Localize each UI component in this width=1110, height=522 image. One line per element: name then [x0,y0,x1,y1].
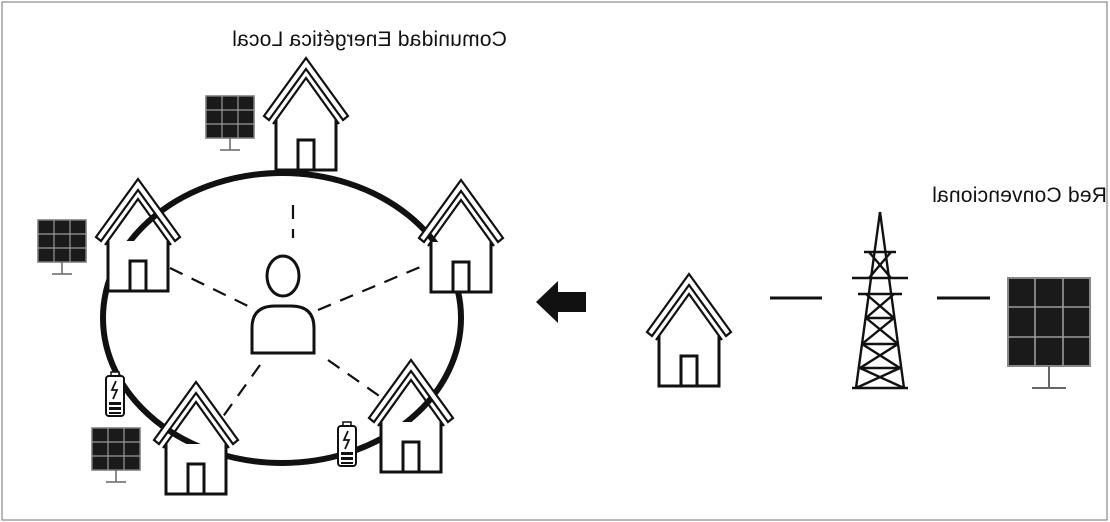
house-icon [262,56,350,172]
battery-icon [105,371,125,417]
arrow-left-icon [536,281,586,323]
person-icon [250,254,316,355]
link-bottom-left-house [221,364,261,419]
transmission-tower-icon [852,211,908,390]
link-left-house [169,267,253,309]
house-icon [645,272,733,388]
grid-title: Red Convencional [932,184,1107,207]
connection-lines [169,205,426,419]
house-icon [152,380,240,496]
community-title: Comunidad Energética Local [232,28,507,51]
solar-panel-icon [37,219,87,275]
solar-panel-icon [1007,277,1091,389]
battery-icon [337,421,357,467]
link-right-house [317,263,426,312]
solar-panel-icon [91,427,141,483]
community-ring [100,170,464,466]
link-bottom-right-house [327,359,386,401]
solar-panel-icon [205,95,255,151]
